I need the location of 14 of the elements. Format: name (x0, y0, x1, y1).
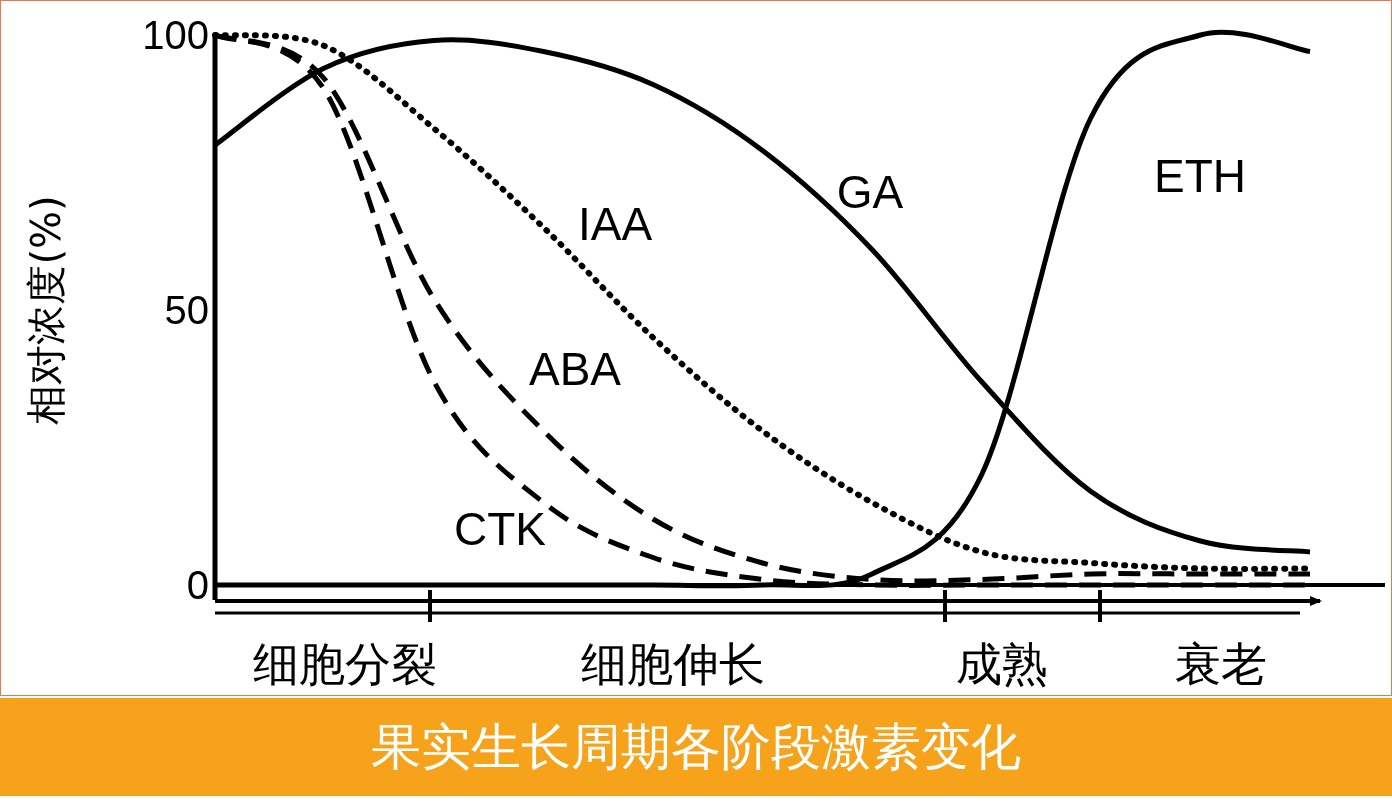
series-label: ABA (529, 343, 621, 395)
tick-label: 细胞伸长 (581, 637, 765, 691)
series-label: CTK (454, 503, 546, 555)
series-label: ETH (1154, 150, 1246, 202)
series-label: GA (836, 166, 904, 218)
tick-label: 衰老 (1174, 637, 1267, 691)
tick-label: 0 (186, 563, 209, 607)
tick-label: 成熟 (955, 637, 1048, 691)
series-label: IAA (577, 198, 653, 250)
tick-label: 100 (142, 13, 209, 57)
axis-title: 相对浓度(%) (23, 195, 69, 425)
tick-label: 细胞分裂 (252, 637, 437, 691)
caption: 果实生长周期各阶段激素变化 (0, 698, 1392, 796)
tick-label: 50 (164, 288, 209, 332)
